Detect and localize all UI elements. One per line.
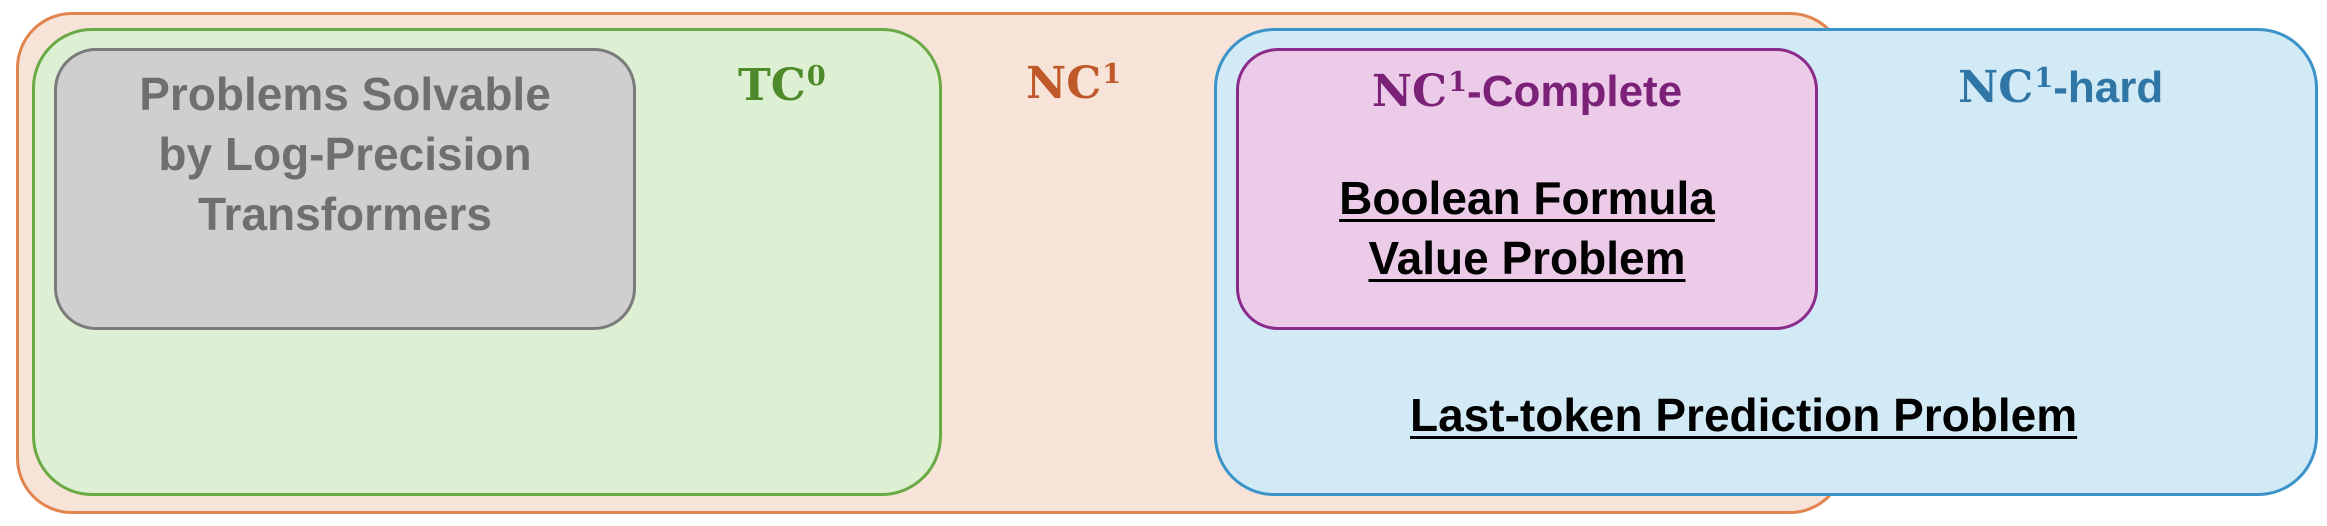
nc1-complete-label: NC1-Complete [1236,66,1818,117]
bfvp-label: Boolean Formula Value Problem [1236,168,1818,288]
tc0-superscript: 0 [806,60,826,92]
transformer-label: Problems Solvable by Log-Precision Trans… [54,64,636,244]
nc1-hard-name: NC [1958,62,2034,113]
transformer-region [54,48,636,330]
last-token-problem-label: Last-token Prediction Problem [1410,388,2077,442]
nc1-superscript: 1 [1102,58,1122,90]
last-token-problem-text: Last-token Prediction Problem [1410,389,2078,441]
nc1-complete-superscript: 1 [1448,66,1468,98]
bfvp-label-line-2: Value Problem [1368,232,1686,284]
nc1-complete-suffix: -Complete [1467,67,1683,116]
nc1-complete-region [1236,48,1818,330]
nc1-hard-label: NC1-hard [1958,62,2163,113]
tc0-name: TC [738,60,806,111]
nc1-hard-superscript: 1 [2034,62,2054,94]
nc1-hard-suffix: -hard [2053,63,2164,112]
nc1-label: NC1 [1026,58,1121,109]
tc0-label: TC0 [738,60,826,111]
transformer-label-line-1: Problems Solvable [139,68,551,120]
transformer-label-line-3: Transformers [197,188,492,240]
nc1-name: NC [1026,58,1102,109]
transformer-label-line-2: by Log-Precision [158,128,532,180]
nc1-complete-name: NC [1371,66,1448,117]
bfvp-label-line-1: Boolean Formula [1339,172,1715,224]
